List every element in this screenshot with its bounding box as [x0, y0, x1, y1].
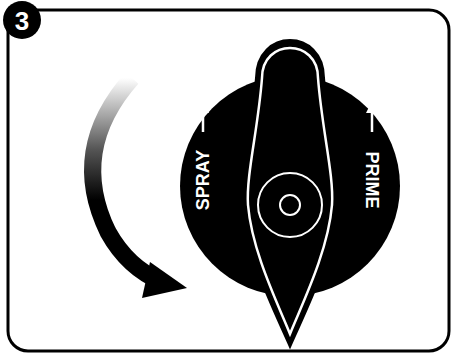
mode-label: SPRAY [194, 150, 212, 210]
rotation-arrowhead [142, 262, 187, 298]
knob-center [280, 195, 300, 215]
knob-lever [244, 42, 336, 342]
step-badge [3, 1, 41, 39]
spray-arrowhead [197, 101, 209, 113]
mode-label: PRIME [363, 151, 381, 208]
prime-arrowhead [366, 101, 378, 113]
spray-arrow [202, 110, 205, 132]
step-number: 3 [15, 8, 29, 34]
lever-outline [248, 48, 332, 334]
knob-hub [258, 173, 322, 237]
panel-frame [8, 10, 449, 351]
prime-arrow [371, 110, 374, 132]
rotation-arrow [93, 78, 162, 282]
